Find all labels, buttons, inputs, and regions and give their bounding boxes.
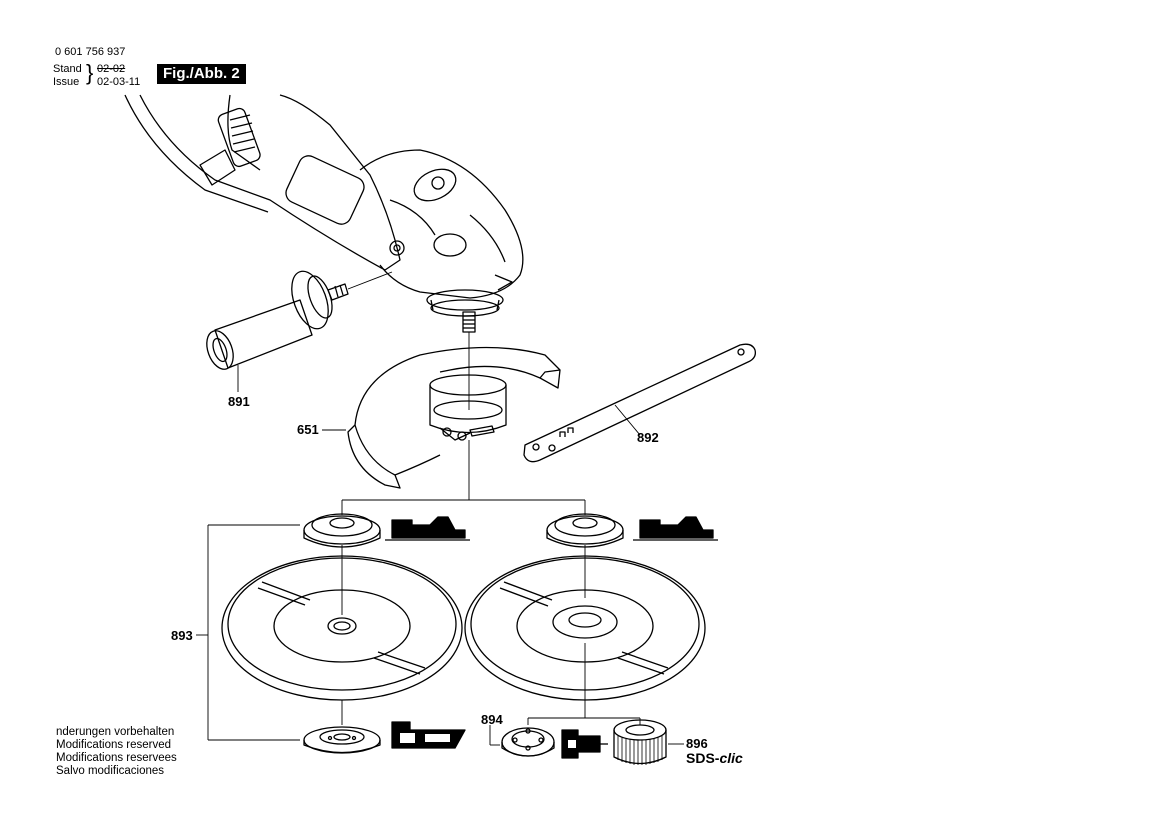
callout-896[interactable]: 896 (686, 736, 708, 751)
sds-suffix: clic (719, 750, 743, 766)
sds-clic-nut (613, 719, 684, 765)
callout-891[interactable]: 891 (228, 394, 250, 409)
note-line: Modifications reserved (56, 739, 172, 751)
old-date: 02-02 (97, 63, 126, 75)
auxiliary-handle (206, 270, 393, 392)
right-flange-section (633, 516, 718, 541)
bracket-893 (196, 524, 300, 741)
right-nut-section (561, 729, 608, 759)
callout-894[interactable]: 894 (481, 712, 503, 727)
sds-prefix: SDS- (686, 750, 720, 766)
right-flange (546, 513, 624, 598)
callout-893[interactable]: 893 (171, 628, 193, 643)
note-line: Salvo modificaciones (56, 765, 165, 777)
callout-892[interactable]: 892 (637, 430, 659, 445)
figure-badge: Fig./Abb. 2 (157, 64, 246, 84)
wheel-guard (322, 346, 561, 500)
right-clamping-nut (501, 727, 555, 757)
note-line: Modifications reservees (56, 752, 177, 764)
bracket-894 (489, 705, 641, 746)
left-nut-section (391, 721, 466, 749)
modification-notes: nderungen vorbehalten Modifications rese… (56, 726, 177, 778)
issue-label: Issue (53, 76, 80, 88)
right-grinding-disc (464, 555, 706, 705)
connector-lines (341, 499, 586, 515)
grinder-body (124, 94, 524, 317)
spindle (462, 311, 476, 410)
left-grinding-disc (221, 555, 463, 701)
sds-clic-label: SDS-clic (686, 750, 743, 766)
left-clamping-nut (303, 700, 381, 754)
spanner-wrench (523, 343, 756, 463)
part-number: 0 601 756 937 (55, 46, 126, 58)
left-flange-section (385, 516, 470, 541)
brace-glyph: } (86, 60, 94, 85)
left-flange (303, 513, 381, 615)
callout-651[interactable]: 651 (297, 422, 319, 437)
stand-label: Stand (53, 63, 82, 75)
new-date: 02-03-11 (97, 76, 141, 88)
note-line: nderungen vorbehalten (56, 726, 175, 738)
